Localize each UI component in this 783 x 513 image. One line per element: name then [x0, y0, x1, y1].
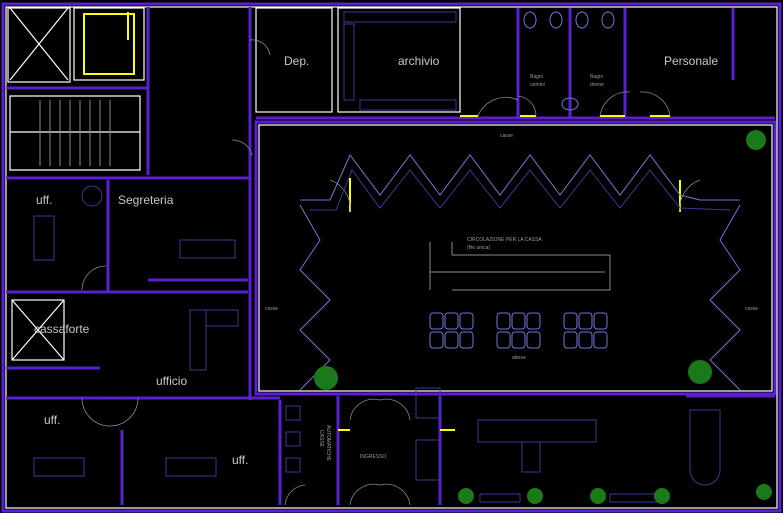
waiting-chair	[496, 312, 511, 330]
door-swings	[81, 39, 701, 506]
room-label-uff-top-left: uff.	[36, 193, 52, 207]
label-casse-left: casse	[265, 306, 278, 312]
waiting-chair	[444, 331, 459, 349]
waiting-chair	[526, 331, 541, 349]
room-label-uff-bottom-mid: uff.	[232, 453, 248, 467]
waiting-chair	[578, 331, 593, 349]
label-circolazione: CIRCOLAZIONE PER LA CASSA	[467, 237, 542, 243]
label-casse-automatiche-1: CASSE	[318, 430, 324, 448]
room-label-segreteria: Segreteria	[118, 193, 174, 207]
archivio-shelves	[343, 11, 457, 111]
room-label-bagni-uomini-1: Bagni	[530, 74, 543, 80]
room-label-personale: Personale	[664, 54, 718, 68]
waiting-chair	[459, 331, 474, 349]
room-label-bagni-donne-2: donne	[590, 82, 604, 88]
plants	[314, 130, 772, 504]
stairs	[9, 7, 141, 361]
queue-rails	[429, 242, 611, 291]
label-casse-automatiche-2: AUTOMATICHE	[325, 425, 331, 462]
waiting-chairs	[429, 312, 608, 349]
room-label-cassaforte: cassaforte	[34, 322, 90, 336]
room-label-bagni-uomini-2: uomini	[530, 82, 545, 88]
waiting-chair	[459, 312, 474, 330]
room-label-ufficio: ufficio	[156, 374, 187, 388]
room-label-bagni-donne-1: Bagni	[590, 74, 603, 80]
waiting-chair	[593, 312, 608, 330]
label-ingresso: INGRESSO	[360, 454, 387, 460]
waiting-chair	[444, 312, 459, 330]
waiting-chair	[526, 312, 541, 330]
waiting-chair	[563, 331, 578, 349]
waiting-chair	[429, 331, 444, 349]
label-attesa: attesa	[512, 355, 526, 361]
room-label-archivio: archivio	[398, 54, 440, 68]
label-circolazione-note: (file unica)	[467, 245, 490, 251]
waiting-chair	[511, 312, 526, 330]
waiting-chair	[496, 331, 511, 349]
waiting-chair	[429, 312, 444, 330]
waiting-chair	[578, 312, 593, 330]
waiting-chair	[511, 331, 526, 349]
label-casse-top: casse	[500, 133, 513, 139]
waiting-chair	[563, 312, 578, 330]
toilets	[523, 11, 615, 111]
teller-counter	[299, 154, 741, 391]
waiting-chair	[593, 331, 608, 349]
room-label-uff-bottom-left: uff.	[44, 413, 60, 427]
label-casse-right: casse	[745, 306, 758, 312]
room-label-deposito: Dep.	[284, 54, 309, 68]
